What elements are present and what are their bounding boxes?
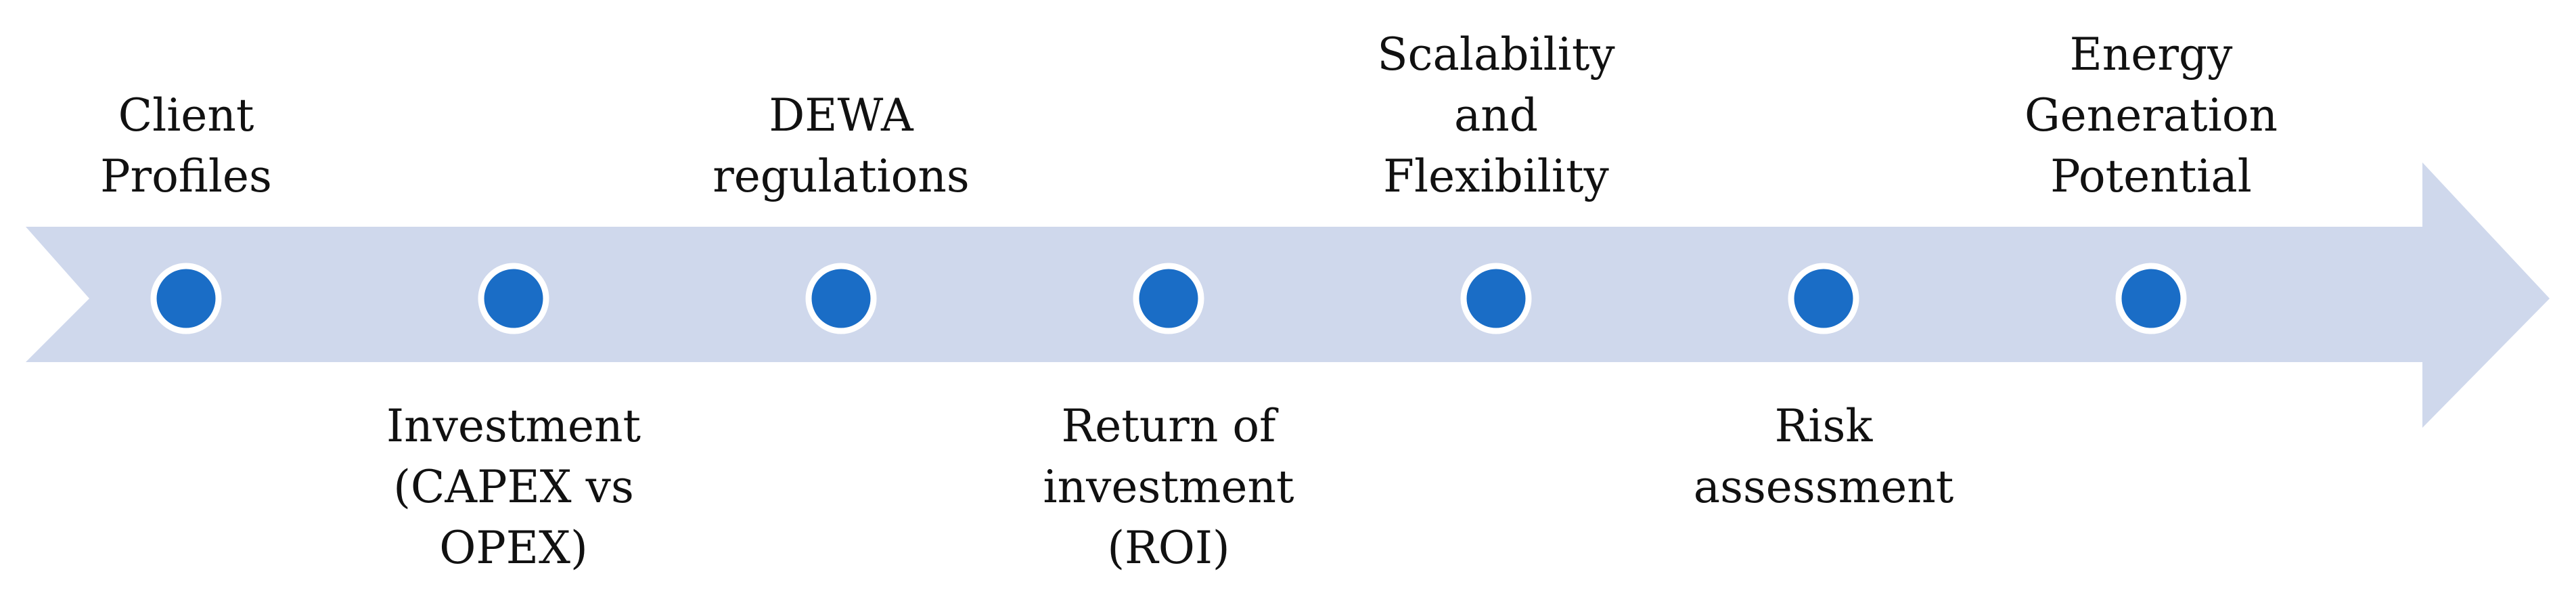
step-label-investment: Investment (CAPEX vs OPEX) — [358, 396, 669, 579]
timeline-arrow — [26, 162, 2550, 428]
step-label-risk-assessment: Risk assessment — [1668, 396, 1979, 518]
step-label-line: Energy — [2069, 28, 2233, 81]
timeline-dot-scalability-flexibility — [1460, 263, 1532, 334]
step-label-line: (CAPEX vs — [393, 461, 634, 513]
step-label-line: (ROI) — [1107, 522, 1230, 574]
step-label-line: and — [1453, 89, 1539, 141]
step-label-line: Return of — [1061, 400, 1276, 452]
step-label-line: Investment — [386, 400, 641, 452]
timeline-dot-energy-generation-potential — [2115, 263, 2187, 334]
timeline-dot-client-profiles — [150, 263, 222, 334]
timeline-dots — [150, 263, 2187, 334]
step-label-line: Flexibility — [1383, 150, 1609, 202]
step-label-return-of-investment: Return of investment (ROI) — [1013, 396, 1324, 579]
step-label-line: investment — [1043, 461, 1294, 513]
timeline-dot-risk-assessment — [1788, 263, 1859, 334]
timeline-dot-dewa-regulations — [805, 263, 877, 334]
step-label-line: Profiles — [100, 150, 272, 202]
step-label-line: Scalability — [1377, 28, 1615, 81]
step-label-line: Potential — [2050, 150, 2252, 202]
step-label-line: Generation — [2024, 89, 2278, 141]
step-label-line: OPEX) — [439, 522, 588, 574]
step-label-line: Client — [118, 89, 254, 141]
step-label-line: assessment — [1693, 461, 1954, 513]
timeline-dot-investment — [478, 263, 549, 334]
timeline-dot-return-of-investment — [1133, 263, 1204, 334]
step-label-line: DEWA — [769, 89, 913, 141]
step-label-line: Risk — [1774, 400, 1873, 452]
step-label-line: regulations — [713, 150, 970, 202]
step-label-dewa-regulations: DEWA regulations — [685, 85, 997, 207]
